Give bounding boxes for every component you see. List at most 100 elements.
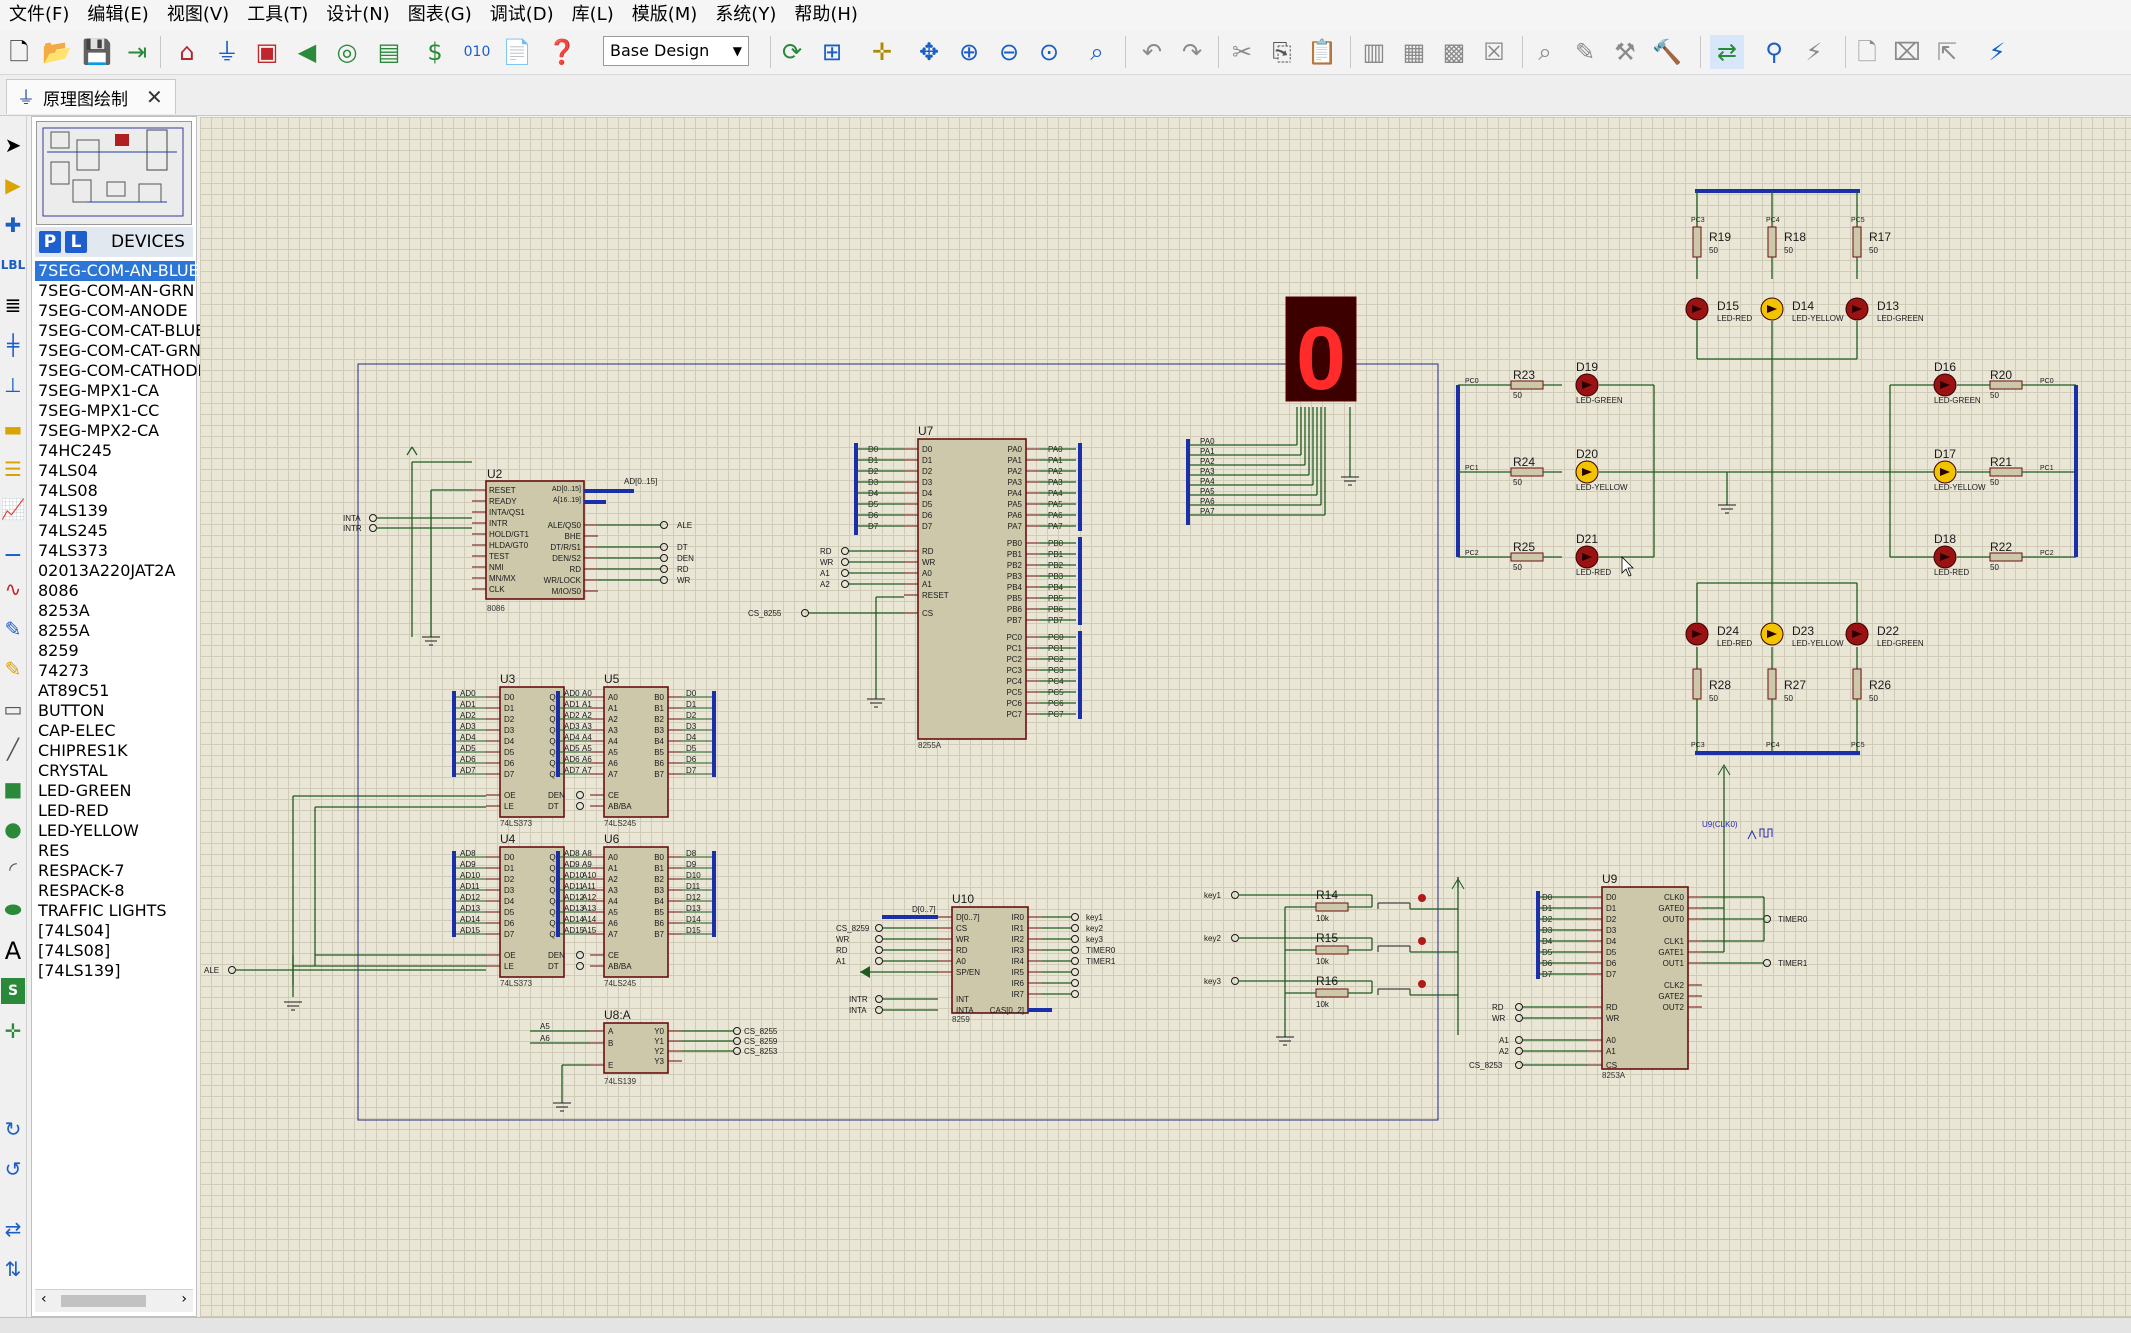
device-list-item[interactable]: AT89C51 [38,681,110,700]
block-delete-icon[interactable]: ☒ [1483,38,1505,66]
wire-autorouter-icon[interactable]: ⇄ [1710,35,1744,69]
3d-view-icon[interactable]: ◎ [336,38,358,66]
pins-icon[interactable]: ☰ [4,457,22,481]
device-list-item[interactable]: TRAFFIC LIGHTS [38,901,167,920]
pick-device-button[interactable]: P [39,231,61,253]
make-device-icon[interactable]: ✎ [1574,38,1596,66]
pcb-icon[interactable]: ▣ [255,38,279,66]
voltage-probe-icon[interactable]: ✎ [4,617,22,641]
text-icon[interactable]: A [4,937,22,965]
cut-icon[interactable]: ✂ [1231,38,1253,66]
menu-item-7[interactable]: 库(L) [571,4,614,25]
device-list-item[interactable]: [74LS04] [38,921,111,940]
design-variant-select[interactable]: Base Design▼ [603,36,749,66]
device-list-item[interactable]: CRYSTAL [38,761,108,780]
new-sheet-icon[interactable]: 🗋 [1857,38,1877,66]
component-mode-icon[interactable]: ▶ [5,173,21,197]
device-list-item[interactable]: 74LS139 [38,501,108,520]
scroll-right-icon[interactable]: › [181,1291,187,1307]
netlist-icon[interactable]: ⚡ [1988,38,2006,66]
source-code-icon[interactable]: 010 [463,44,491,60]
menu-item-3[interactable]: 工具(T) [247,4,309,25]
virtual-instruments-icon[interactable]: ▭ [3,697,23,721]
menu-item-5[interactable]: 图表(G) [407,4,472,25]
bom-icon[interactable]: $ [427,38,443,66]
schematic-drawing[interactable]: U28086RESETREADYINTA/QS1INTRHOLD/GT1HLDA… [200,117,2131,1317]
grid-icon[interactable]: ⊞ [821,38,843,66]
junction-dot-icon[interactable]: ✚ [4,213,22,237]
device-list-item[interactable]: 7SEG-MPX2-CA [38,421,160,440]
close-icon[interactable]: ✕ [146,85,163,109]
pick-device-icon[interactable]: ⌕ [1538,38,1552,66]
overview-window[interactable] [36,121,192,225]
rotate-ccw-icon[interactable]: ↺ [4,1157,22,1181]
device-list-item[interactable]: 8255A [38,621,90,640]
copy-icon[interactable]: ⎘ [1272,38,1292,66]
open-folder-icon[interactable]: 📂 [42,38,72,66]
device-list-item[interactable]: 8253A [38,601,90,620]
device-list-item[interactable]: 74LS04 [38,461,98,480]
graph-icon[interactable]: 📈 [0,497,26,521]
device-list-item[interactable]: 8259 [38,641,79,660]
scroll-left-icon[interactable]: ‹ [41,1291,47,1307]
tab-schematic-capture[interactable]: ⏚ 原理图绘制 ✕ [6,79,176,114]
menu-item-2[interactable]: 视图(V) [166,4,230,25]
device-list-item[interactable]: 74LS08 [38,481,98,500]
device-list-item[interactable]: RESPACK-7 [38,861,125,880]
menu-item-9[interactable]: 系统(Y) [715,4,777,25]
block-copy-icon[interactable]: ▥ [1362,38,1386,66]
redo-icon[interactable]: ↷ [1181,38,1203,66]
zoom-out-icon[interactable]: ⊖ [998,38,1020,66]
selection-mode-icon[interactable]: ➤ [4,133,22,157]
path-icon[interactable]: ⬬ [4,897,22,921]
device-list-item[interactable]: 8086 [38,581,79,600]
simulation-icon[interactable]: ◀ [297,38,317,66]
device-list-item[interactable]: 7SEG-COM-CATHODE [38,361,208,380]
device-list-item[interactable]: LED-YELLOW [38,821,139,840]
device-list-item[interactable]: 7SEG-MPX1-CC [38,401,160,420]
mirror-y-icon[interactable]: ⇅ [4,1257,22,1281]
symbol-icon[interactable]: S [1,978,25,1004]
library-manager-button[interactable]: L [65,231,87,253]
new-file-icon[interactable]: 🗋 [9,38,29,66]
scrollbar-thumb[interactable] [61,1295,146,1307]
device-list-item[interactable]: 74273 [38,661,89,680]
menu-item-6[interactable]: 调试(D) [489,4,554,25]
device-list-item[interactable]: 7SEG-MPX1-CA [38,381,160,400]
schematic-icon[interactable]: ⏚ [215,38,239,66]
arc-icon[interactable]: ◜ [9,857,17,881]
line-icon[interactable]: ╱ [6,737,20,761]
device-list-item[interactable]: BUTTON [38,701,105,720]
device-list-item[interactable]: CAP-ELEC [38,721,116,740]
device-list-item[interactable]: RES [38,841,70,860]
block-rotate-icon[interactable]: ▩ [1442,38,1466,66]
decompose-icon[interactable]: 🔨 [1652,38,1682,66]
device-list-item[interactable]: 74LS245 [38,521,108,540]
undo-icon[interactable]: ↶ [1141,38,1163,66]
rotate-cw-icon[interactable]: ↻ [4,1117,22,1141]
text-script-icon[interactable]: ≣ [4,293,22,317]
home-icon[interactable]: ⌂ [179,38,195,66]
exit-to-parent-icon[interactable]: ⇱ [1936,38,1958,66]
property-assignment-icon[interactable]: ⚡ [1805,38,1823,66]
import-icon[interactable]: ⇥ [126,38,148,66]
current-probe-icon[interactable]: ✎ [4,657,22,681]
refresh-icon[interactable]: ⟳ [781,38,803,66]
origin-icon[interactable]: ✛ [871,38,893,66]
notes-icon[interactable]: 📄 [502,38,532,66]
device-list-item[interactable]: 7SEG-COM-ANODE [38,301,188,320]
device-list-item[interactable]: 02013A220JAT2A [38,561,176,580]
menu-item-8[interactable]: 模版(M) [631,4,698,25]
zoom-in-icon[interactable]: ⊕ [958,38,980,66]
menu-item-1[interactable]: 编辑(E) [87,4,149,25]
terminals-icon[interactable]: ▬ [3,417,23,441]
device-list-item[interactable]: [74LS139] [38,961,121,980]
device-list-item[interactable]: CHIPRES1K [38,741,128,760]
help-icon[interactable]: ❓ [547,38,577,66]
zoom-all-icon[interactable]: ⊙ [1038,38,1060,66]
search-tag-icon[interactable]: ⚲ [1765,38,1783,66]
subcircuit-icon[interactable]: ⊥ [4,373,22,397]
pan-icon[interactable]: ✥ [918,38,940,66]
bus-icon[interactable]: ╪ [6,333,20,357]
